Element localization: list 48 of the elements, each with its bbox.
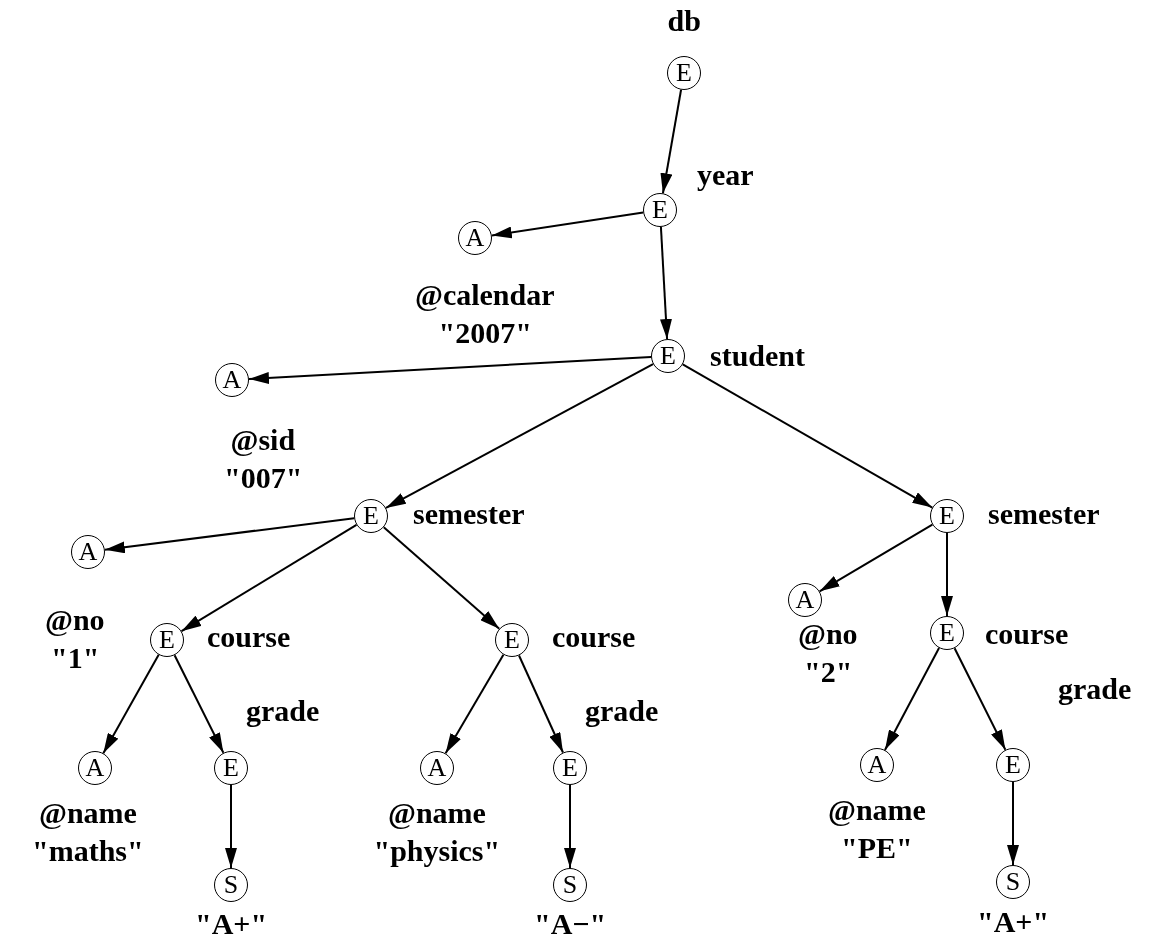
node-label: course [207, 620, 291, 654]
node-label: "A+" [195, 907, 268, 941]
arrow [384, 363, 655, 509]
node-label: year [697, 158, 754, 192]
arrow [490, 211, 645, 239]
arrow [818, 523, 934, 593]
node-label: @name [828, 793, 926, 827]
node-label: @name [39, 796, 137, 830]
arrow [660, 88, 683, 195]
arrow [103, 517, 356, 554]
node-label: "2007" [438, 316, 532, 350]
node-label: semester [413, 497, 525, 531]
arrow [247, 355, 653, 384]
arrow [941, 532, 953, 617]
arrow [659, 225, 672, 341]
node-label: "A−" [534, 907, 607, 941]
node-label: "007" [224, 461, 303, 495]
node-label: grade [585, 694, 659, 728]
node-label: "maths" [32, 834, 144, 868]
arrow [102, 653, 160, 755]
node-label: course [985, 617, 1069, 651]
node-label: "physics" [373, 834, 501, 868]
node-label: db [667, 4, 701, 38]
arrow [564, 784, 576, 869]
arrow [382, 526, 501, 630]
arrow [953, 647, 1007, 751]
arrow [1007, 781, 1019, 866]
arrow [444, 653, 505, 755]
node-label: student [710, 339, 806, 373]
arrow [681, 363, 934, 509]
node-label: course [552, 620, 636, 654]
node-label: semester [988, 497, 1100, 531]
arrow [883, 647, 941, 751]
node-label: grade [246, 694, 320, 728]
node-label: @no [45, 603, 105, 637]
arrow [518, 654, 564, 754]
node-label: @name [388, 796, 486, 830]
node-label: grade [1058, 672, 1132, 706]
node-label: "1" [51, 641, 100, 675]
node-label: @no [798, 617, 858, 651]
node-label: @sid [230, 423, 296, 457]
arrow [173, 654, 225, 754]
node-label: "2" [804, 655, 853, 689]
arrow [180, 523, 358, 633]
node-label: "A+" [977, 905, 1050, 939]
node-label: @calendar [415, 278, 555, 312]
node-label: "PE" [841, 831, 913, 865]
arrow [225, 784, 237, 869]
